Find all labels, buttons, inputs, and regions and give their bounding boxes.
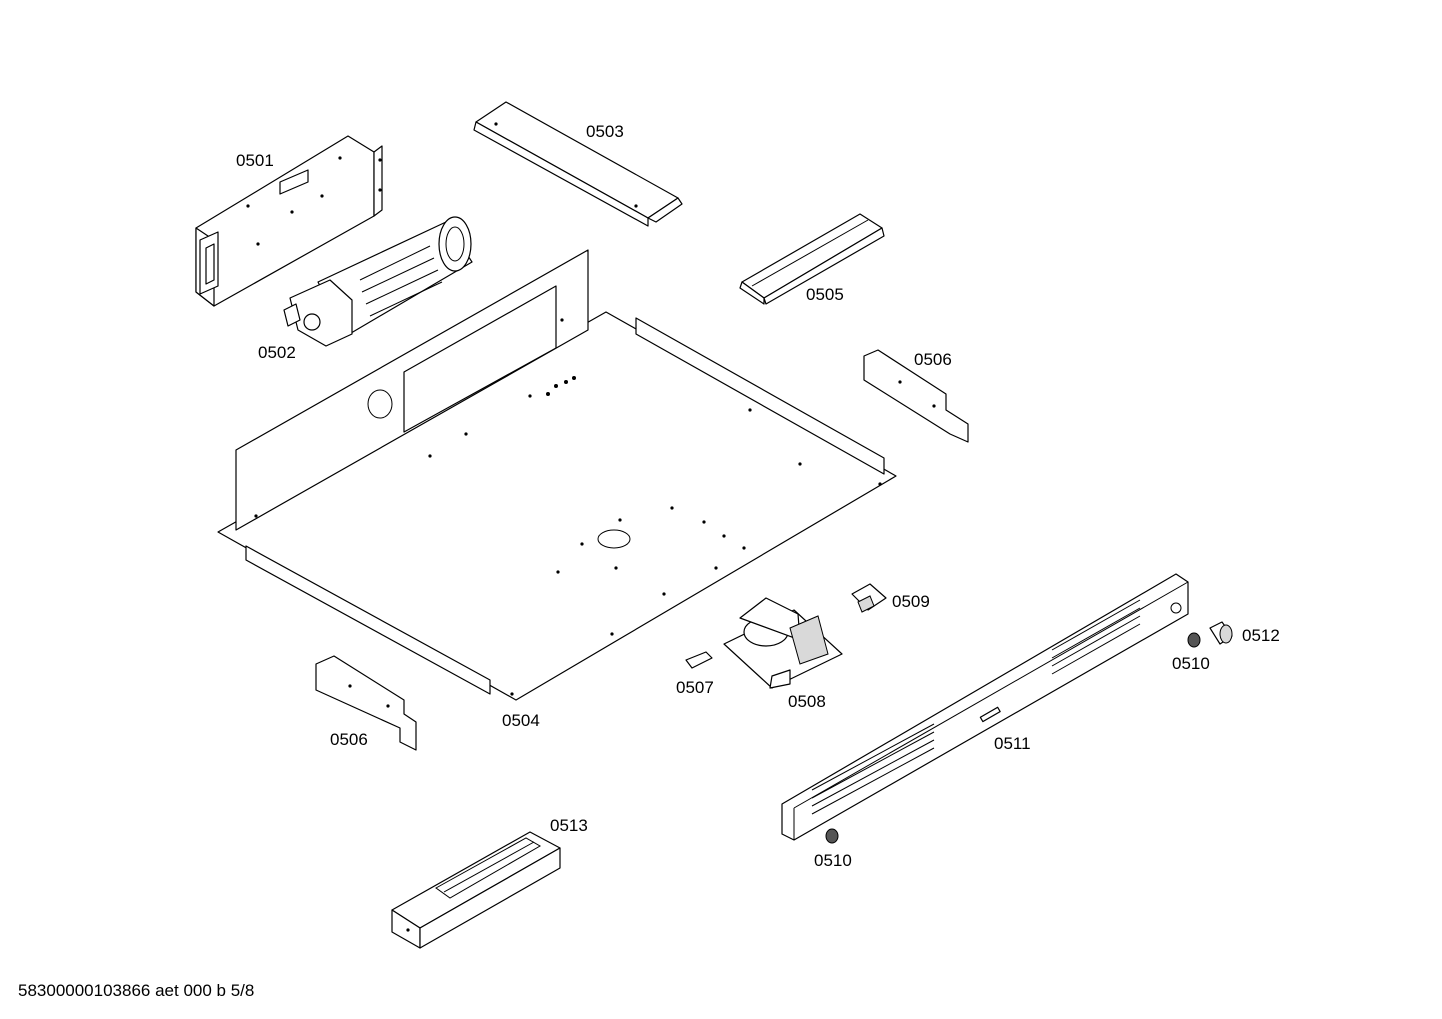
label-0511: 0511 (994, 734, 1031, 753)
label-0508: 0508 (788, 692, 826, 711)
label-0502: 0502 (258, 343, 296, 362)
label-0513: 0513 (550, 816, 588, 835)
part-0512-control-knob (1209, 621, 1233, 645)
part-0506-left-bracket (315, 655, 417, 751)
label-0506-right: 0506 (914, 350, 952, 369)
vent-slots-right (1051, 599, 1141, 675)
part-0505-bracket (739, 213, 885, 305)
label-0503: 0503 (586, 122, 624, 141)
label-0506-left: 0506 (330, 730, 368, 749)
part-0510-knob-bottom (825, 828, 839, 844)
label-0510-right: 0510 (1172, 654, 1210, 673)
part-0504-base-plate (217, 249, 897, 701)
part-0502-fan-motor (283, 216, 473, 347)
part-0501-bracket (195, 135, 383, 307)
label-0509: 0509 (892, 592, 930, 611)
label-0510-bottom: 0510 (814, 851, 852, 870)
part-0513-box (391, 831, 561, 949)
part-0508-switch-assembly (723, 597, 843, 689)
part-0506-right-bracket (863, 349, 969, 443)
part-0511-front-panel (781, 573, 1189, 841)
label-0507: 0507 (676, 678, 714, 697)
label-0505: 0505 (806, 285, 844, 304)
label-0512: 0512 (1242, 626, 1280, 645)
part-0503-bracket (473, 101, 683, 227)
vent-slots-left (811, 723, 935, 815)
part-0510-knob-right (1187, 632, 1201, 648)
label-0501: 0501 (236, 151, 274, 170)
document-footer-code: 58300000103866 aet 000 b 5/8 (18, 981, 255, 1000)
label-0504: 0504 (502, 711, 540, 730)
part-0507-clip (685, 651, 713, 669)
part-0509-component (851, 583, 887, 613)
